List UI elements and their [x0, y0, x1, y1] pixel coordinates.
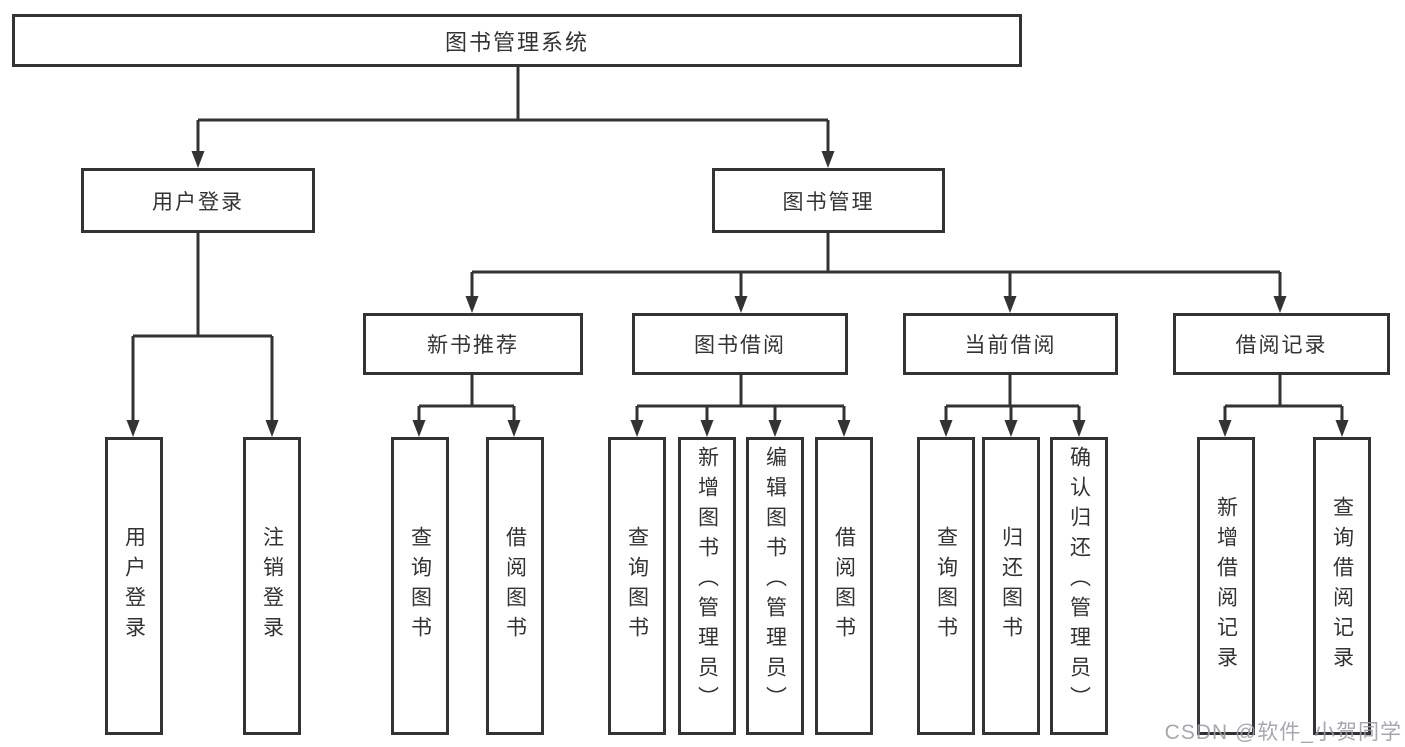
node-borrowing-records: 借阅记录 [1173, 313, 1390, 375]
node-label: 归还图书 [999, 526, 1023, 646]
node-label: 查询图书 [408, 526, 432, 646]
node-label: 查询借阅记录 [1330, 496, 1354, 676]
node-label: 新增图书（管理员） [695, 446, 719, 716]
csdn-watermark: CSDN @软件_小贺同学 [1164, 721, 1402, 744]
node-label: 注销登录 [260, 526, 284, 646]
leaf-query-books-borrowing: 查询图书 [608, 437, 666, 735]
node-new-book-recommendation: 新书推荐 [363, 313, 583, 375]
leaf-logout: 注销登录 [243, 437, 301, 735]
node-label: 借阅记录 [1235, 334, 1328, 357]
leaf-query-books-current: 查询图书 [917, 437, 975, 735]
leaf-borrow-books-recommend: 借阅图书 [486, 437, 544, 735]
node-label: 查询图书 [625, 526, 649, 646]
leaf-query-borrow-record: 查询借阅记录 [1313, 437, 1371, 735]
node-label: 确认归还（管理员） [1067, 446, 1091, 716]
node-book-borrowing: 图书借阅 [632, 313, 848, 375]
node-label: 编辑图书（管理员） [763, 446, 787, 716]
leaf-user-login: 用户登录 [105, 437, 163, 735]
node-label: 当前借阅 [964, 334, 1057, 357]
leaf-confirm-return-admin: 确认归还（管理员） [1050, 437, 1108, 735]
node-label: 新书推荐 [427, 334, 519, 357]
leaf-edit-book-admin: 编辑图书（管理员） [746, 437, 804, 735]
node-book-management-branch: 图书管理 [712, 168, 945, 233]
node-label: 用户登录 [152, 190, 244, 214]
node-label: 查询图书 [934, 526, 958, 646]
node-user-login-branch: 用户登录 [81, 168, 315, 233]
node-label: 借阅图书 [832, 526, 856, 646]
leaf-add-borrow-record: 新增借阅记录 [1197, 437, 1255, 735]
node-label: 图书借阅 [694, 334, 786, 357]
node-label: 图书管理 [782, 190, 875, 214]
leaf-borrow-books-borrowing: 借阅图书 [815, 437, 873, 735]
node-current-borrowing: 当前借阅 [903, 313, 1118, 375]
leaf-query-books-recommend: 查询图书 [391, 437, 449, 735]
leaf-return-books: 归还图书 [982, 437, 1040, 735]
node-label: 借阅图书 [503, 526, 527, 646]
arrowheads [126, 151, 1349, 437]
leaf-add-book-admin: 新增图书（管理员） [678, 437, 736, 735]
node-label: 用户登录 [122, 526, 146, 646]
node-label: 图书管理系统 [444, 29, 589, 55]
node-book-management-system: 图书管理系统 [12, 14, 1022, 67]
node-label: 新增借阅记录 [1214, 496, 1238, 676]
